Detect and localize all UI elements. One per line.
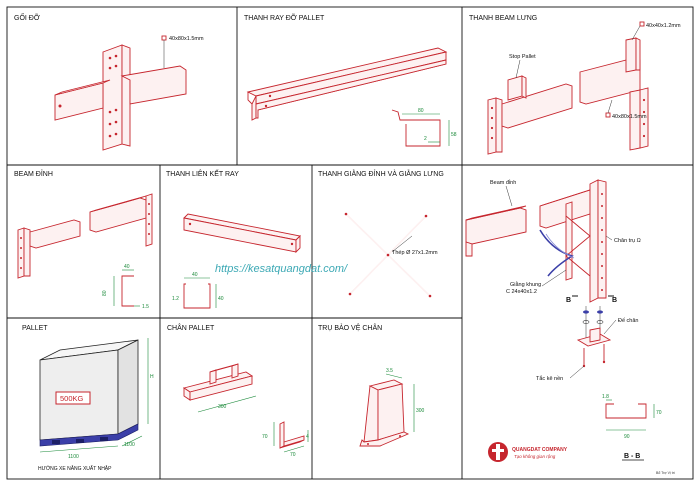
beam-lung-spec-1: 40x40x1.2mm: [646, 23, 681, 29]
sec-dim-1-8: 1.8: [602, 394, 609, 400]
dim-1-2: 1.2: [172, 296, 179, 302]
dim-40-top: 40: [192, 272, 198, 278]
dim-80: 80: [102, 290, 108, 296]
company-slogan: Tạo không gian rộng: [514, 454, 556, 459]
dim-80: 80: [418, 108, 424, 114]
giang-khung-spec: C 24x40x1.2: [506, 289, 537, 295]
panel-title: TRỤ BẢO VỆ CHÂN: [318, 323, 382, 332]
panel-title: BEAM ĐỈNH: [14, 169, 53, 178]
panel-goi-do: GỐI ĐỠ 40x80x1.5mm: [14, 12, 204, 151]
dim-58: 58: [451, 132, 457, 138]
dim-1100-a: 1100: [68, 454, 79, 460]
sec-dim-90: 90: [624, 434, 630, 440]
panel-chan-pallet: CHÂN PALLET 300 70 70 4: [167, 323, 309, 458]
panel-assembly: Beam đỉnh Chân trụ Ω Giằng khung C 24x40…: [465, 179, 675, 475]
dim-3-5: 3.5: [386, 368, 393, 374]
dim-h: H: [150, 374, 154, 380]
goi-do-spec: 40x80x1.5mm: [169, 36, 204, 42]
de-chan-label: Đế chân: [618, 318, 639, 324]
panel-giang: THANH GIẰNG ĐỈNH VÀ GIẰNG LƯNG Thép Ø 27…: [318, 169, 444, 298]
dim-2: 2: [424, 136, 427, 142]
panel-tru-bao-ve: TRỤ BẢO VỆ CHÂN 3.5 300: [318, 323, 425, 447]
tiny-note: Bổ Trợ Vị trí: [656, 471, 675, 475]
dim-4: 4: [306, 434, 309, 440]
panel-title: THANH GIẰNG ĐỈNH VÀ GIẰNG LƯNG: [318, 169, 444, 178]
sheet-border: [6, 6, 694, 480]
panel-title: THANH RAY ĐỠ PALLET: [244, 13, 325, 22]
company-name: QUANGDAT COMPANY: [512, 447, 568, 453]
panel-title: THANH BEAM LƯNG: [469, 15, 537, 22]
panel-thanh-ray: THANH RAY ĐỠ PALLET 80 2 58: [244, 13, 457, 147]
dim-40: 40: [124, 264, 130, 270]
company-logo: QUANGDAT COMPANY Tạo không gian rộng: [488, 442, 568, 462]
dim-1100-b: 1100: [124, 442, 135, 448]
beam-dinh-label: Beam đỉnh: [490, 179, 516, 186]
dim-40-side: 40: [218, 296, 224, 302]
panel-lien-ket: THANH LIÊN KẾT RAY 40 1.2 40: [166, 168, 301, 309]
panel-pallet: PALLET 500KG H 1100 1100 HƯỚNG XE NÂNG X…: [22, 325, 154, 472]
pallet-caption: HƯỚNG XE NÂNG XUẤT NHẬP: [38, 465, 112, 472]
stop-pallet-label: Stop Pallet: [509, 54, 536, 60]
panel-beam-lung: THANH BEAM LƯNG Stop Pallet 40x40x1.2mm …: [469, 15, 681, 155]
dim-300: 300: [416, 408, 425, 414]
panel-title: GỐI ĐỠ: [14, 12, 40, 22]
chan-tru-label: Chân trụ Ω: [614, 238, 641, 244]
sec-dim-70: 70: [656, 410, 662, 416]
dim-70-b: 70: [290, 452, 296, 458]
giang-khung-label: Giằng khung: [510, 281, 541, 288]
tac-ke-label: Tắc kê nền: [536, 375, 563, 382]
dim-300: 300: [218, 404, 227, 410]
website-watermark[interactable]: https://kesatquangdat.com/: [215, 263, 348, 275]
section-label: B - B: [624, 453, 640, 460]
panel-title: PALLET: [22, 325, 48, 332]
dim-1-5: 1.5: [142, 304, 149, 310]
panel-title: THANH LIÊN KẾT RAY: [166, 168, 239, 178]
dim-70-a: 70: [262, 434, 268, 440]
beam-lung-spec-2: 40x80x1.5mm: [612, 114, 647, 120]
section-mark-left: B: [566, 297, 571, 304]
load-label: 500KG: [60, 394, 84, 403]
panel-beam-dinh: BEAM ĐỈNH 40 80 1.5: [14, 169, 153, 310]
section-mark-right: B: [612, 297, 617, 304]
giang-spec: Thép Ø 27x1.2mm: [392, 250, 438, 256]
panel-title: CHÂN PALLET: [167, 323, 215, 332]
load-tag: [55, 391, 91, 405]
